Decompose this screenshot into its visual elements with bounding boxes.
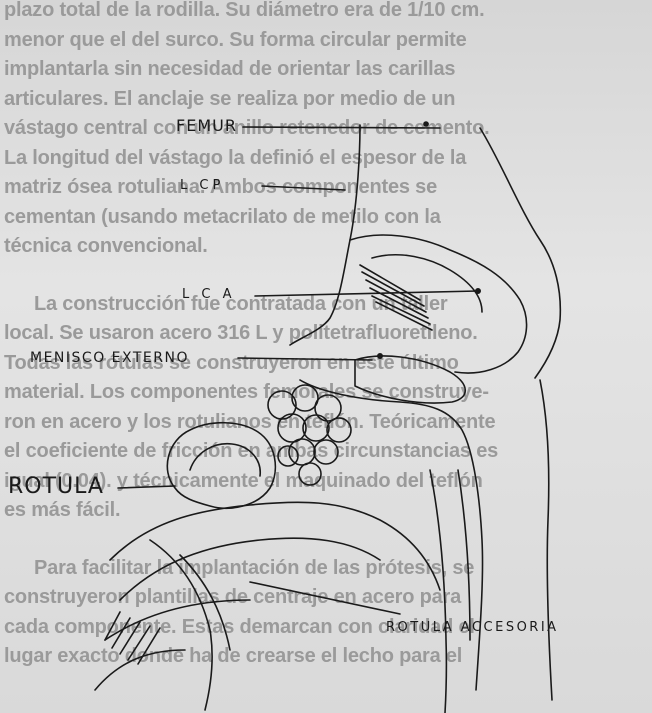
label-femur: FEMUR bbox=[176, 116, 237, 135]
fibula bbox=[430, 470, 446, 713]
label-rotula: ROTULA bbox=[8, 474, 104, 499]
rotula-leader bbox=[118, 486, 175, 488]
meniscus bbox=[355, 356, 465, 403]
femur-leader bbox=[243, 127, 440, 128]
label-lcp: L CP bbox=[180, 178, 224, 193]
femur-contour bbox=[290, 125, 360, 345]
label-rotula-accesoria: ROTULA ACCESORIA bbox=[386, 620, 559, 635]
lca-leader bbox=[255, 291, 478, 296]
femur-shaft-right bbox=[480, 128, 560, 378]
condyle-outline bbox=[350, 235, 527, 373]
label-menisco: MENISCO EXTERNO bbox=[30, 350, 189, 366]
label-lca: L C A bbox=[182, 287, 235, 302]
menisco-leader bbox=[238, 358, 372, 360]
ligament-fibres bbox=[360, 265, 432, 330]
patella-inner bbox=[190, 444, 260, 476]
lcp-leader bbox=[262, 186, 345, 190]
accesoria-leader bbox=[250, 582, 400, 614]
tibia-right bbox=[540, 380, 552, 700]
accessory-nodules bbox=[268, 385, 351, 485]
